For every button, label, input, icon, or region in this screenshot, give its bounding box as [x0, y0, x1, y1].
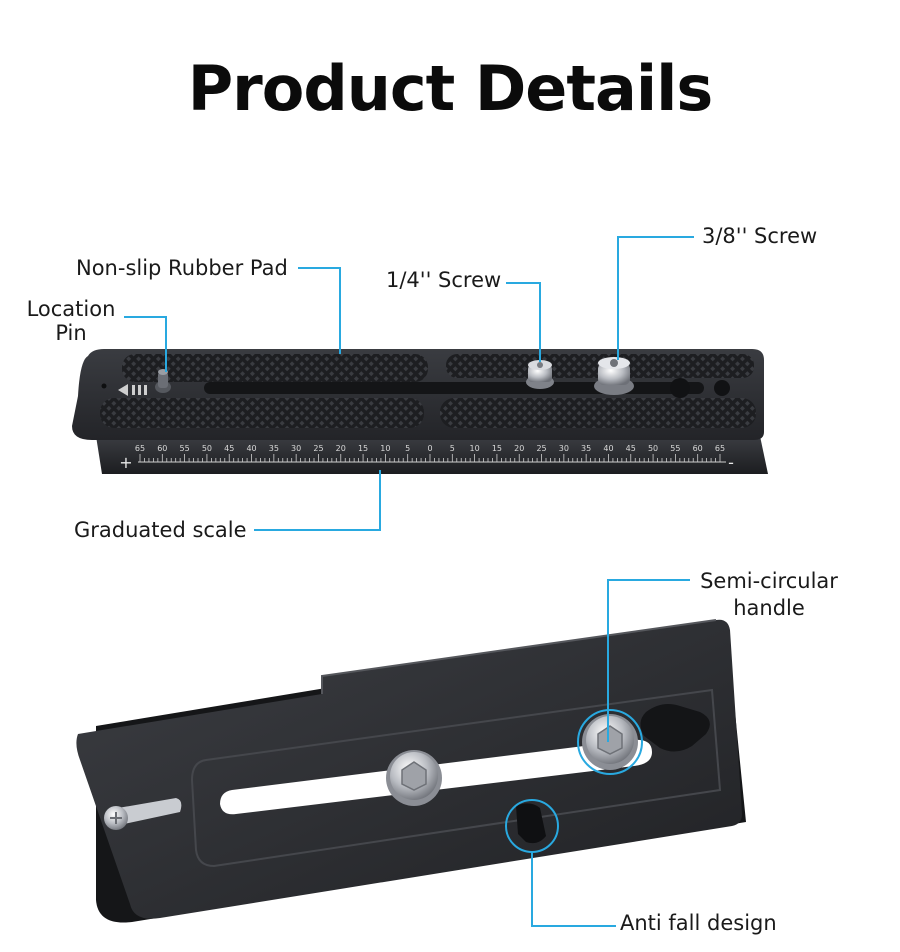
- semi-circular-label-line1: Semi-circular: [700, 569, 838, 593]
- semi-circular-handle-icon: [640, 704, 710, 752]
- scale-tick-label: 10: [380, 444, 390, 453]
- bottom-quarter-screw-icon: [386, 750, 442, 806]
- scale-tick-label: 50: [202, 444, 212, 453]
- rubber-pad-label: Non-slip Rubber Pad: [76, 256, 288, 280]
- quarter-screw-callout-line: [506, 282, 541, 362]
- plate-hole-small: [714, 380, 730, 396]
- location-pin-callout-line: [124, 316, 167, 372]
- scale-tick-label: 50: [648, 444, 658, 453]
- rubber-pad-top-left: [122, 354, 428, 382]
- rubber-pad-bottom-left: [100, 398, 424, 428]
- scale-tick-label: 40: [603, 444, 613, 453]
- three-eighths-screw-callout-line: [617, 236, 694, 360]
- graduated-scale: [139, 454, 721, 462]
- scale-tick-label: 25: [536, 444, 546, 453]
- bottom-three-eighths-screw-icon: [582, 714, 638, 770]
- plate-hole-large: [670, 378, 690, 398]
- scale-tick-label: 45: [224, 444, 234, 453]
- quarter-screw-label: 1/4'' Screw: [386, 268, 502, 292]
- scale-tick-label: 65: [715, 444, 725, 453]
- scale-tick-label: 5: [450, 444, 455, 453]
- semi-circular-highlight-circle: [577, 709, 643, 775]
- scale-minus-sign: -: [728, 453, 734, 472]
- side-screw-icon: [104, 798, 182, 830]
- scale-tick-label: 40: [246, 444, 256, 453]
- three-eighths-screw-icon: [594, 357, 634, 395]
- quarter-screw-icon: [526, 360, 554, 389]
- scale-tick-label: 5: [405, 444, 410, 453]
- scale-plus-sign: +: [119, 453, 132, 472]
- scale-tick-label: 20: [514, 444, 524, 453]
- page-title: Product Details: [187, 52, 714, 125]
- anti-fall-callout-line: [531, 852, 616, 927]
- scale-tick-label: 30: [291, 444, 301, 453]
- scale-tick-label: 65: [135, 444, 145, 453]
- semi-circular-label-line2: handle: [733, 596, 805, 620]
- scale-tick-label: 30: [559, 444, 569, 453]
- location-pin-label-line1: Location: [26, 297, 116, 321]
- scale-tick-label: 35: [269, 444, 279, 453]
- scale-tick-label: 55: [180, 444, 190, 453]
- scale-tick-label: 60: [157, 444, 167, 453]
- scale-tick-label: 45: [626, 444, 636, 453]
- three-eighths-screw-label: 3/8'' Screw: [702, 224, 818, 248]
- rubber-pad-callout-line: [298, 267, 341, 354]
- anti-fall-label: Anti fall design: [620, 911, 777, 935]
- graduated-scale-label: Graduated scale: [74, 518, 247, 542]
- anti-fall-notch-icon: [516, 803, 546, 844]
- scale-tick-label: 25: [313, 444, 323, 453]
- scale-tick-label: 10: [470, 444, 480, 453]
- semi-circular-callout-line: [607, 579, 690, 742]
- scale-tick-label: 15: [492, 444, 502, 453]
- plate-front-face: [96, 436, 768, 474]
- plate-slot: [204, 382, 704, 394]
- scale-tick-label: 15: [358, 444, 368, 453]
- scale-tick-label: 20: [336, 444, 346, 453]
- rubber-pad-bottom-right: [440, 398, 756, 428]
- scale-tick-label: 60: [693, 444, 703, 453]
- graduated-scale-callout-line: [254, 470, 381, 531]
- scale-tick-label: 55: [670, 444, 680, 453]
- location-pin-label-line2: Pin: [55, 321, 87, 345]
- scale-tick-label: 35: [581, 444, 591, 453]
- scale-tick-label: 0: [427, 444, 432, 453]
- bottom-plate: [76, 619, 746, 923]
